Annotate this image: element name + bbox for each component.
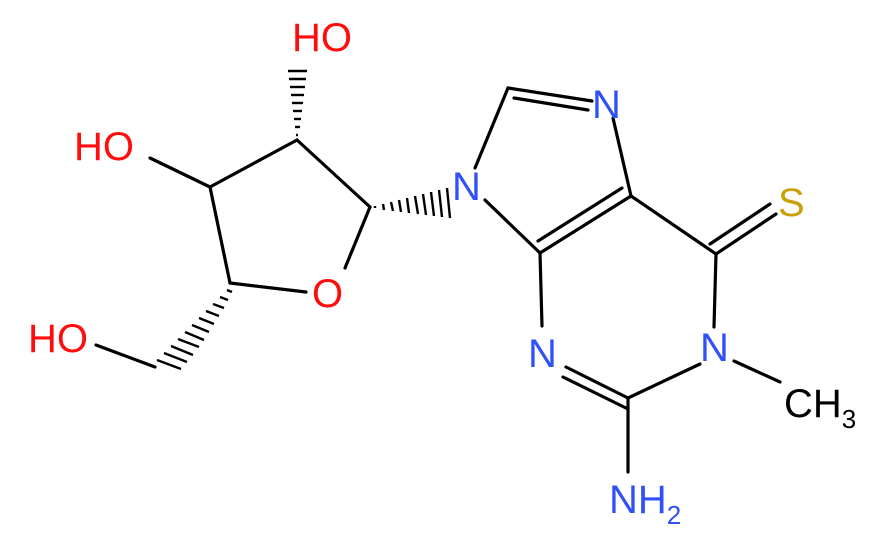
atom-methyl: CH3: [784, 382, 856, 434]
bond-c6-n1: [712, 252, 718, 329]
methyl-subscript: 3: [842, 404, 856, 434]
atom-n3: N: [528, 332, 557, 376]
bond-c5-c4: [538, 194, 633, 255]
atom-n1: N: [700, 326, 729, 370]
bond-c6-s-double: [708, 202, 772, 246]
bond-c2-c1: [295, 138, 372, 209]
methyl-label: CH: [784, 382, 842, 426]
bond-c6-s: [714, 212, 778, 256]
atom-ring-oxygen: O: [312, 272, 343, 316]
bond-c5-c4-double: [536, 186, 624, 243]
bond-c8-n7-double: [512, 96, 590, 112]
bond-c1-o4: [343, 205, 372, 270]
hashed-wedge-c2-oh: [288, 69, 307, 137]
atom-oh-bottom: HO: [28, 317, 88, 361]
atom-oh-top: HO: [292, 16, 352, 60]
bond-c5-oh: [94, 343, 157, 369]
hashed-wedge-c4-c5: [156, 288, 233, 371]
bond-c3-c2: [208, 138, 299, 189]
bond-c8-n7: [506, 86, 594, 103]
amine-label: NH: [609, 478, 667, 522]
atom-n7: N: [592, 83, 621, 127]
bond-n3-c4: [538, 251, 544, 328]
bond-o4-c4: [228, 281, 308, 294]
bond-c2-n3: [564, 365, 630, 400]
atom-amine: NH2: [609, 478, 681, 530]
bond-n1-ch3: [732, 359, 782, 384]
bond-c2-n3-double: [561, 375, 630, 411]
bond-c4-c3: [208, 185, 232, 285]
amine-subscript: 2: [667, 500, 681, 530]
atom-n9: N: [452, 165, 481, 209]
bond-n9-c8: [473, 86, 510, 170]
bond-n1-c2: [626, 362, 702, 400]
bond-c4-n9: [483, 198, 542, 255]
hashed-wedge-c1-n9: [373, 187, 452, 219]
bond-c3-oh: [148, 156, 212, 189]
atom-oh-left: HO: [74, 125, 134, 169]
atom-sulfur: S: [778, 181, 805, 225]
bond-c5-c6: [629, 194, 718, 256]
bond-n7-c5: [611, 116, 633, 198]
